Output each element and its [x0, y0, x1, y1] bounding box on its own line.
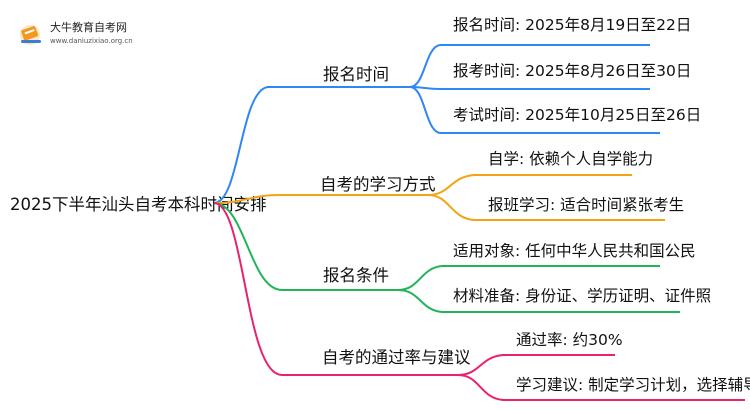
- branch-4-label: 自考的通过率与建议: [322, 348, 471, 367]
- leaf-1-3-label: 考试时间: 2025年10月25日至26日: [453, 106, 701, 124]
- logo: 大牛教育自考网 www.daniuzixiao.org.cn: [20, 20, 133, 45]
- connector-root-branch-4: [213, 202, 288, 376]
- branch-study-methods: 自考的学习方式 自学: 依赖个人自学能力 报班学习: 适合时间紧张考生: [213, 150, 684, 221]
- branch-3-label: 报名条件: [323, 266, 389, 285]
- leaf-4-2-label: 学习建议: 制定学习计划，选择辅导机构: [516, 376, 750, 394]
- connector-root-branch-2: [213, 194, 288, 204]
- leaf-3-1-label: 适用对象: 任何中华人民共和国公民: [453, 242, 696, 260]
- leaf-1-2-label: 报考时间: 2025年8月26日至30日: [453, 62, 691, 80]
- branch-registration-time: 报名时间 报名时间: 2025年8月19日至22日 报考时间: 2025年8月2…: [213, 16, 701, 204]
- connector-root-branch-1: [213, 86, 288, 204]
- leaf-2-1-label: 自学: 依赖个人自学能力: [488, 150, 653, 168]
- branch-2-label: 自考的学习方式: [320, 175, 436, 194]
- leaf-3-2-label: 材料准备: 身份证、学历证明、证件照: [453, 287, 711, 305]
- branch-1-label: 报名时间: [323, 65, 389, 84]
- connector-branch-2-leaf-2: [427, 194, 475, 221]
- connector-branch-2-leaf-1: [427, 174, 475, 196]
- branch-requirements: 报名条件 适用对象: 任何中华人民共和国公民 材料准备: 身份证、学历证明、证件…: [213, 202, 711, 313]
- logo-icon: [20, 25, 41, 45]
- connector-branch-4-leaf-2: [457, 374, 504, 401]
- connector-branch-3-leaf-2: [397, 289, 443, 313]
- connector-branch-1-leaf-3: [409, 86, 441, 134]
- connector-branch-1-leaf-1: [409, 44, 441, 88]
- leaf-1-1-label: 报名时间: 2025年8月19日至22日: [453, 16, 691, 34]
- root-node: 2025下半年汕头自考本科时间安排: [10, 195, 267, 214]
- logo-title: 大牛教育自考网: [50, 20, 127, 34]
- logo-url: www.daniuzixiao.org.cn: [50, 37, 133, 45]
- leaf-4-1-label: 通过率: 约30%: [516, 331, 623, 349]
- branch-pass-rate: 自考的通过率与建议 通过率: 约30% 学习建议: 制定学习计划，选择辅导机构: [213, 202, 750, 401]
- connector-branch-3-leaf-1: [397, 265, 443, 291]
- leaf-2-2-label: 报班学习: 适合时间紧张考生: [488, 196, 684, 214]
- connector-root-branch-3: [213, 202, 288, 291]
